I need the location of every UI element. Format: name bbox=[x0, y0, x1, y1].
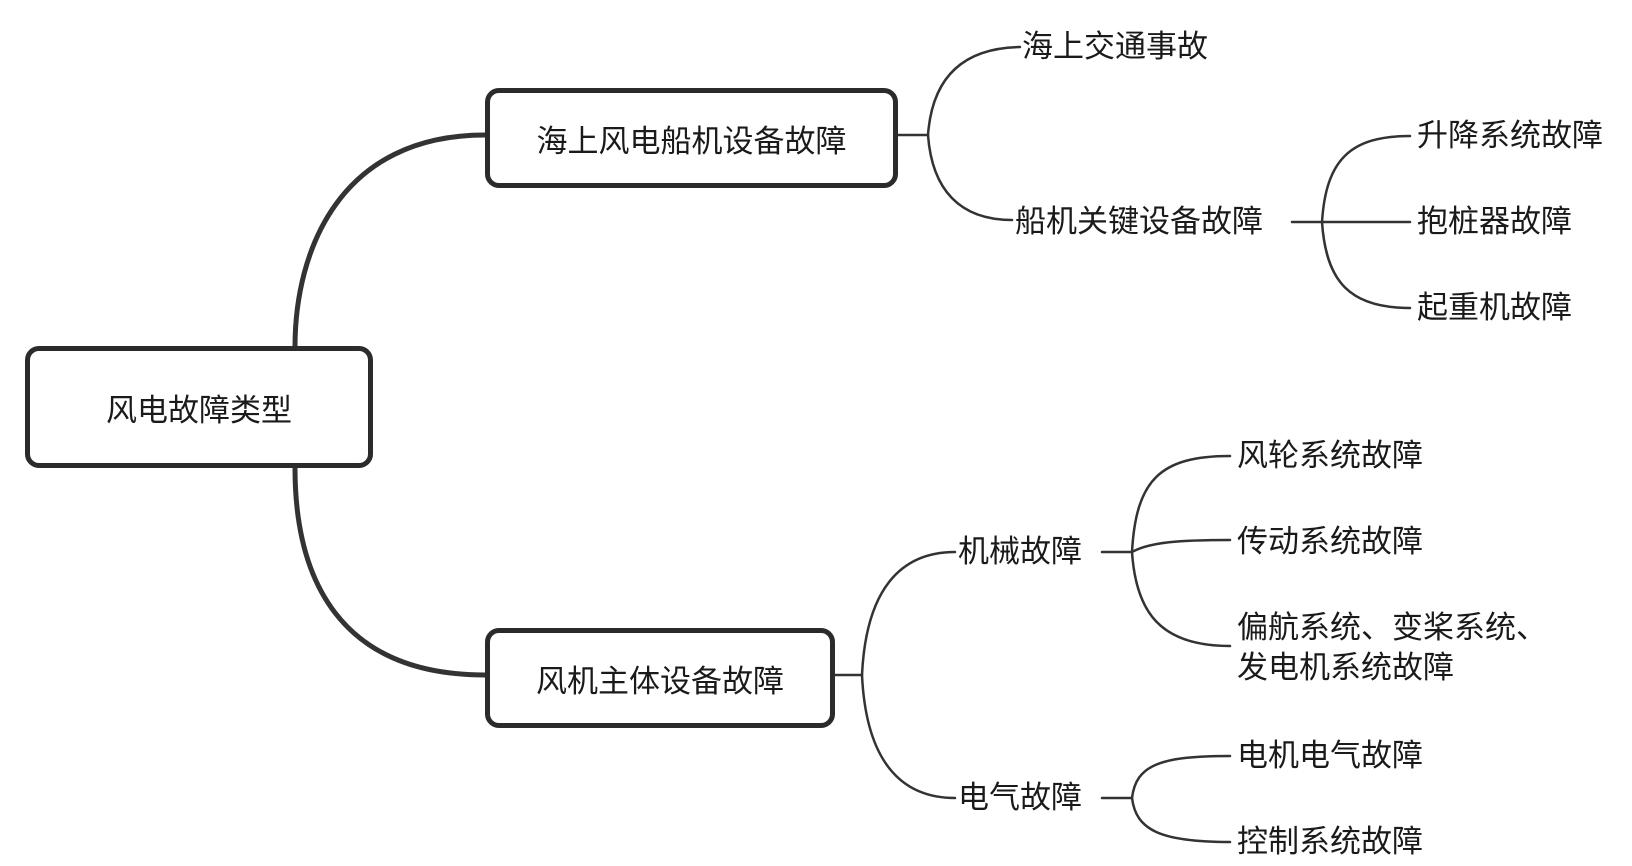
leaf-lifting-system: 升降系统故障 bbox=[1417, 118, 1603, 154]
leaf-yaw-pitch-line-2: 发电机系统故障 bbox=[1237, 650, 1454, 686]
connector-root-to-branch-2 bbox=[292, 465, 488, 678]
connector-to-motor-electrical bbox=[1130, 754, 1232, 800]
connector-to-electrical-fault bbox=[860, 673, 957, 800]
leaf-pile-gripper: 抱桩器故障 bbox=[1417, 204, 1572, 240]
node-vessel-key-equipment: 船机关键设备故障 bbox=[1015, 204, 1263, 240]
branch-node-vessel-equipment: 海上风电船机设备故障 bbox=[485, 88, 898, 188]
node-electrical-fault: 电气故障 bbox=[958, 780, 1082, 816]
connector-root-to-branch-1 bbox=[292, 132, 488, 350]
connector-to-lifting-system bbox=[1320, 134, 1412, 224]
root-node: 风电故障类型 bbox=[25, 346, 373, 468]
root-node-label: 风电故障类型 bbox=[106, 392, 292, 429]
connector-to-drive-system bbox=[1130, 538, 1232, 554]
leaf-rotor-system: 风轮系统故障 bbox=[1237, 438, 1423, 474]
connector-to-crane bbox=[1320, 220, 1412, 310]
connector-to-rotor-system bbox=[1130, 454, 1232, 554]
leaf-yaw-pitch-generator: 偏航系统、变桨系统、 发电机系统故障 bbox=[1237, 608, 1547, 688]
node-mechanical-fault: 机械故障 bbox=[958, 534, 1082, 570]
connector-to-control-system bbox=[1130, 796, 1232, 844]
connector-to-yaw-pitch-generator bbox=[1130, 550, 1232, 648]
branch-node-label: 海上风电船机设备故障 bbox=[536, 123, 847, 160]
connector-to-mechanical-fault bbox=[860, 550, 957, 677]
leaf-maritime-accident: 海上交通事故 bbox=[1022, 29, 1208, 65]
branch-node-turbine-equipment: 风机主体设备故障 bbox=[485, 628, 835, 728]
leaf-control-system: 控制系统故障 bbox=[1237, 824, 1423, 860]
leaf-drive-system: 传动系统故障 bbox=[1237, 524, 1423, 560]
leaf-yaw-pitch-line-1: 偏航系统、变桨系统、 bbox=[1237, 610, 1547, 646]
leaf-motor-electrical: 电机电气故障 bbox=[1237, 738, 1423, 774]
connector-to-maritime-accident bbox=[926, 45, 1022, 137]
branch-node-label: 风机主体设备故障 bbox=[536, 663, 784, 700]
leaf-crane: 起重机故障 bbox=[1417, 290, 1572, 326]
connector-to-vessel-key-equipment bbox=[926, 133, 1014, 222]
